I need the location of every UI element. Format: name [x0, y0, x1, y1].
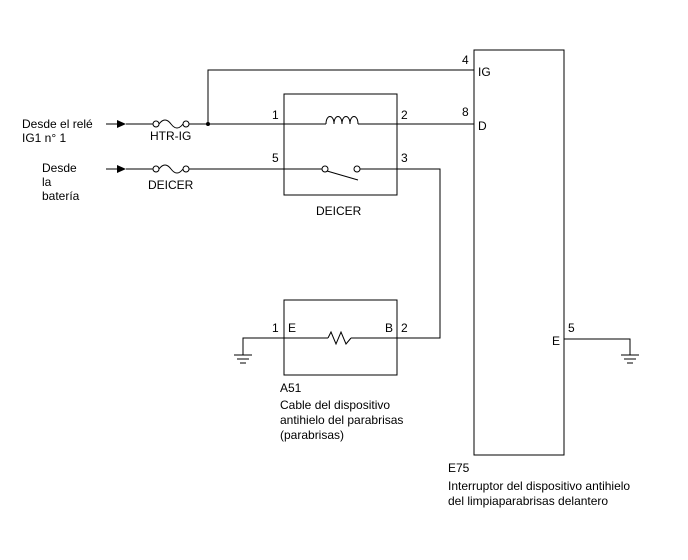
- e75-pin5-number: 5: [568, 321, 575, 335]
- wire-htr-ig: [126, 69, 474, 126]
- battery-source-label-line2: la: [42, 175, 52, 189]
- e75-desc-line1: Interruptor del dispositivo antihielo: [448, 479, 630, 493]
- a51-desc-line1: Cable del dispositivo: [280, 398, 390, 412]
- relay-coil-icon: [284, 116, 397, 125]
- relay-pin3-number: 3: [401, 151, 408, 165]
- deicer-relay-box: [283, 93, 398, 196]
- relay-pin1-number: 1: [272, 108, 279, 122]
- e75-pin4-label: IG: [478, 65, 491, 79]
- htr-ig-fuse-icon: [152, 119, 190, 129]
- relay-arrow-icon: [106, 120, 126, 128]
- battery-source-label-line1: Desde: [42, 161, 77, 175]
- relay-source-label-line2: IG1 n° 1: [22, 131, 66, 145]
- a51-desc-line3: (parabrisas): [280, 428, 344, 442]
- relay-switch-icon: [284, 165, 397, 181]
- a51-pin2-number: 2: [401, 321, 408, 335]
- e75-ground-icon: [564, 338, 639, 364]
- a51-pin2-label: B: [385, 321, 393, 335]
- a51-pin1-number: 1: [272, 321, 279, 335]
- deicer-fuse-icon: [152, 164, 190, 174]
- battery-source-label-line3: batería: [42, 189, 80, 203]
- htr-ig-fuse-label: HTR-IG: [150, 129, 191, 143]
- e75-pin4-number: 4: [462, 53, 469, 67]
- e75-pin8-label: D: [478, 119, 487, 133]
- battery-arrow-icon: [106, 165, 126, 173]
- a51-desc-line2: antihielo del parabrisas: [280, 413, 403, 427]
- a51-code-label: A51: [280, 381, 302, 395]
- a51-ground-icon: [234, 337, 284, 364]
- deicer-fuse-label: DEICER: [148, 178, 194, 192]
- heater-resistor-icon: [284, 330, 397, 346]
- e75-box: [473, 49, 565, 456]
- relay-pin5-number: 5: [272, 151, 279, 165]
- relay-name-label: DEICER: [316, 204, 362, 218]
- e75-pin8-number: 8: [462, 105, 469, 119]
- a51-pin1-label: E: [288, 321, 296, 335]
- e75-desc-line2: del limpiaparabrisas delantero: [448, 494, 608, 508]
- relay-source-label-line1: Desde el relé: [22, 117, 93, 131]
- e75-pin5-label: E: [552, 334, 560, 348]
- relay-pin2-number: 2: [401, 108, 408, 122]
- e75-code-label: E75: [448, 461, 470, 475]
- wire-relay-to-a51: [397, 168, 441, 339]
